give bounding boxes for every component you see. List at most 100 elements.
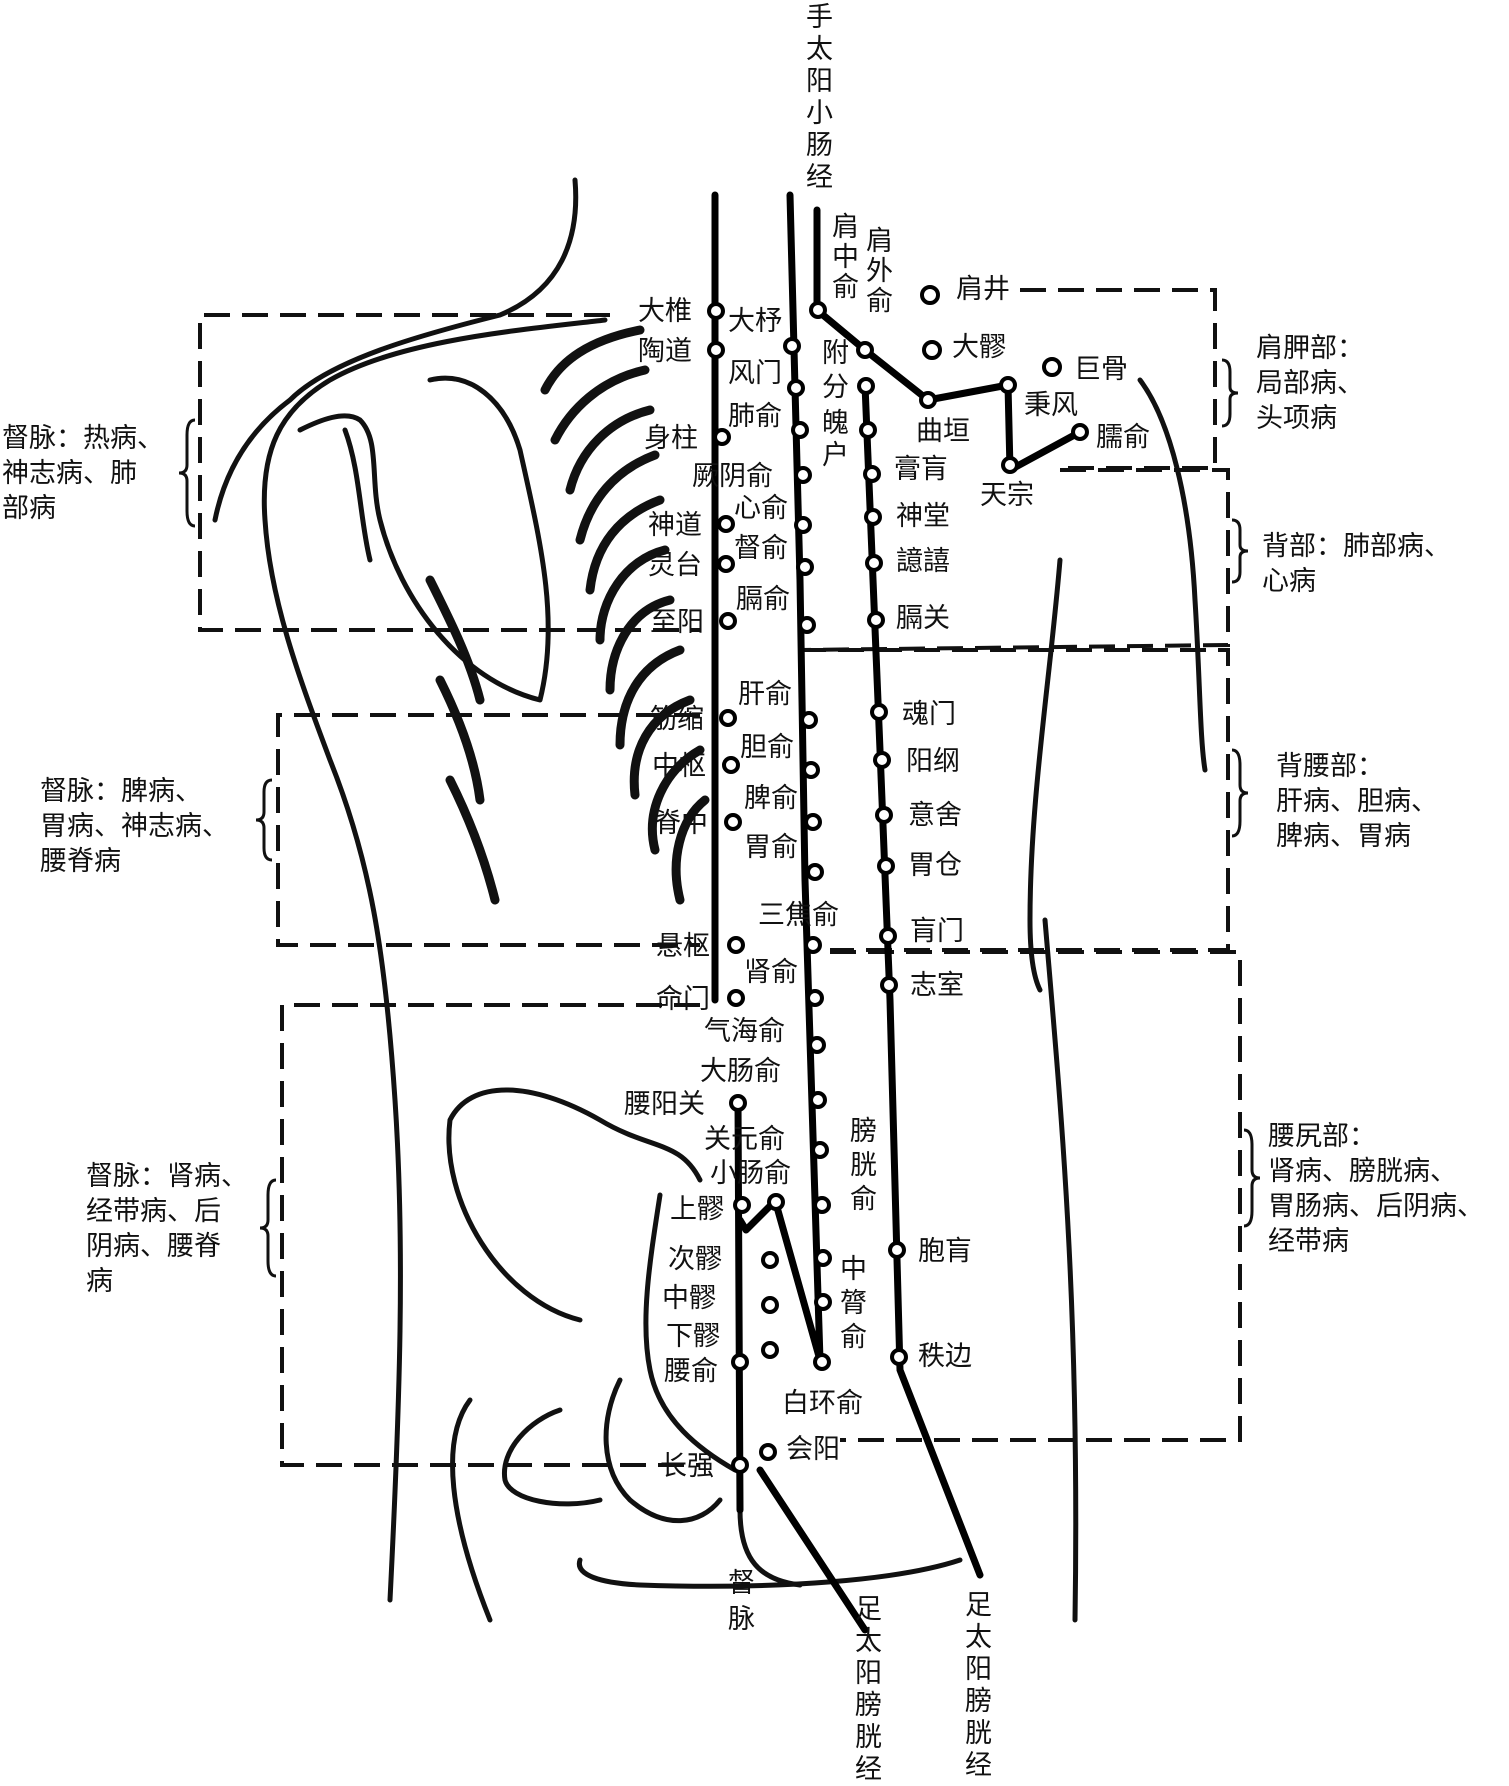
du-meridian-line <box>711 191 744 1514</box>
acupoint-markers <box>707 285 1089 1474</box>
label-jianjing: 肩井 <box>956 274 1010 305</box>
point-hunmen <box>870 703 888 721</box>
point-dazhui <box>707 302 725 320</box>
title-bi-2: 太 <box>855 1626 882 1657</box>
point-huiyang <box>759 1443 777 1461</box>
point-taodao <box>707 341 725 359</box>
label-xiaochangshu: 小肠俞 <box>710 1158 791 1189</box>
region-note-back-waist: 背腰部： 肝病、胆病、 脾病、胃病 <box>1276 751 1438 852</box>
label-taodao: 陶道 <box>638 336 692 367</box>
point-gaohuang <box>863 465 881 483</box>
title-bi-3: 阳 <box>855 1658 882 1689</box>
small-intestine-labels: 肩 中 俞 肩 外 俞 肩井 大髎 巨骨 秉风 曲垣 臑俞 天宗 <box>832 212 1150 511</box>
rib-cage <box>425 325 710 905</box>
du-note-upper-line-1: 督脉：热病、 <box>2 423 164 454</box>
du-note-middle: 督脉：脾病、 胃病、神志病、 腰脊病 <box>40 776 229 877</box>
title-si-4: 小 <box>806 98 833 129</box>
label-pohu-1: 魄 <box>822 408 849 439</box>
du-note-lower-line-4: 病 <box>86 1266 113 1297</box>
label-guanyuanshu: 关元俞 <box>704 1124 785 1155</box>
label-zhibian: 秩边 <box>918 1341 972 1372</box>
label-zhishi: 志室 <box>910 970 964 1001</box>
point-zhiyang <box>719 612 737 630</box>
label-sanjiaoshu: 三焦俞 <box>758 900 839 931</box>
label-shenshu: 肾俞 <box>744 957 798 988</box>
label-ciliao: 次髎 <box>668 1244 722 1275</box>
point-ciliao <box>761 1251 779 1269</box>
label-zhongshu: 中枢 <box>652 751 706 782</box>
title-bo-1: 足 <box>965 1590 992 1621</box>
point-tianzong <box>1001 456 1019 474</box>
label-huiyang: 会阳 <box>786 1434 840 1465</box>
label-tianzong: 天宗 <box>980 480 1034 511</box>
label-bingfeng: 秉风 <box>1024 390 1078 421</box>
du-note-lower-line-2: 经带病、后 <box>86 1196 221 1227</box>
meridian-title-bladder-inner: 足 太 阳 膀 胱 经 <box>855 1594 882 1785</box>
label-pangguangshu-3: 俞 <box>850 1184 877 1215</box>
label-zhonglvshu-1: 中 <box>840 1254 867 1285</box>
point-zhonglvshu-2 <box>814 1293 832 1311</box>
point-xuanshu <box>727 936 745 954</box>
label-pangguangshu-vertical: 膀 胱 俞 <box>850 1116 877 1215</box>
point-shangliao <box>733 1196 751 1214</box>
point-danshu <box>802 761 820 779</box>
point-feishu <box>791 421 809 439</box>
point-shenzhu <box>713 428 731 446</box>
title-si-2: 太 <box>806 34 833 65</box>
region-waistsacrum-line-3: 胃肠病、后阴病、 <box>1268 1191 1484 1222</box>
point-naoshu <box>1071 423 1089 441</box>
point-baohuang <box>888 1241 906 1259</box>
du-note-upper: 督脉：热病、 神志病、肺 部病 <box>2 423 164 524</box>
point-fengmen <box>787 379 805 397</box>
point-weicang <box>877 857 895 875</box>
point-xiaochangshu <box>767 1193 785 1211</box>
point-daliao <box>922 340 942 360</box>
point-jueyinshu <box>794 466 812 484</box>
label-fengmen: 风门 <box>728 358 782 389</box>
label-fufen-2: 分 <box>822 372 849 403</box>
label-dushu: 督俞 <box>734 533 788 564</box>
point-lingtai <box>717 555 735 573</box>
point-zhishi <box>880 976 898 994</box>
title-bi-1: 足 <box>855 1594 882 1625</box>
label-yixi: 譩譆 <box>896 546 950 577</box>
point-sanjiaoshu <box>804 936 822 954</box>
label-mingmen: 命门 <box>656 984 710 1015</box>
label-lingtai: 灵台 <box>648 550 702 581</box>
title-si-6: 经 <box>806 162 833 193</box>
point-changqiang <box>731 1456 749 1474</box>
region-shoulder-line-3: 头项病 <box>1256 403 1337 434</box>
label-quyuan: 曲垣 <box>916 416 970 447</box>
label-fufen-1: 附 <box>822 338 849 369</box>
label-shentang: 神堂 <box>896 501 950 532</box>
label-zhonglvshu-vertical: 中 膂 俞 <box>840 1254 867 1353</box>
point-yanggang <box>873 751 891 769</box>
label-shangliao: 上髎 <box>670 1194 724 1225</box>
braces <box>178 358 1261 1278</box>
point-ganshu <box>800 711 818 729</box>
title-bi-6: 经 <box>855 1754 882 1785</box>
du-note-lower: 督脉：肾病、 经带病、后 阴病、腰脊 病 <box>86 1161 248 1297</box>
point-guanyuanshu <box>811 1141 829 1159</box>
point-bingfeng <box>999 376 1017 394</box>
region-back-line-1: 背部：肺部病、 <box>1262 531 1451 562</box>
point-jugu <box>1042 357 1062 377</box>
label-pohu-2: 户 <box>822 440 849 471</box>
point-shendao <box>717 515 735 533</box>
point-dazhu <box>783 337 801 355</box>
region-brackets <box>198 288 1242 1467</box>
title-si-5: 肠 <box>806 130 833 161</box>
point-dachangshu <box>809 1091 827 1109</box>
label-weishu: 胃俞 <box>744 832 798 863</box>
label-jinsuo: 筋缩 <box>650 704 704 735</box>
du-note-lower-line-3: 阴病、腰脊 <box>86 1231 221 1262</box>
point-zhongliao <box>761 1296 779 1314</box>
label-dachangshu: 大肠俞 <box>700 1056 781 1087</box>
title-du-2: 脉 <box>728 1604 755 1635</box>
point-shenshu <box>806 989 824 1007</box>
title-bo-3: 阳 <box>965 1654 992 1685</box>
meridian-title-small-intestine: 手 太 阳 小 肠 经 <box>806 2 833 193</box>
point-jizhong <box>724 813 742 831</box>
label-zhonglvshu-2: 膂 <box>840 1288 867 1319</box>
